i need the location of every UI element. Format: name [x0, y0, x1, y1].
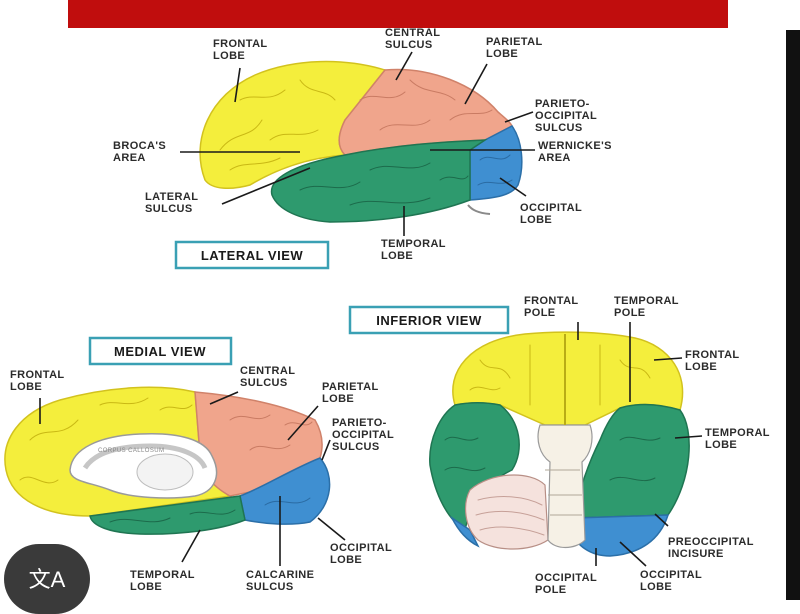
medial-frontal-lobe-label-line: LOBE [10, 381, 42, 393]
medial-calcarine-sulcus-label-line: CALCARINE [246, 569, 314, 581]
inferior-occipital-pole-label-line: OCCIPITAL [535, 572, 597, 584]
lateral-central-sulcus-label-line: CENTRAL [385, 27, 440, 39]
inferior-frontal-lobe-region [452, 331, 684, 426]
inferior-occipital-lobe-region [571, 514, 670, 557]
lateral-view-title: LATERAL VIEW [201, 248, 304, 263]
lateral-lateral-sulcus-label-line: SULCUS [145, 203, 193, 215]
top-banner [68, 0, 728, 28]
medial-occipital-lobe-region [239, 457, 331, 525]
inferior-frontal-lobe-label-line: FRONTAL [685, 349, 740, 361]
lateral-parieto-occipital-sulcus-label-line: SULCUS [535, 122, 583, 134]
inferior-view-title: INFERIOR VIEW [376, 313, 482, 328]
inferior-frontal-pole-label-line: FRONTAL [524, 295, 579, 307]
inferior-temporal-pole-label-line: POLE [614, 307, 646, 319]
medial-parieto-occipital-sulcus-label-line: SULCUS [332, 441, 380, 453]
lateral-central-sulcus-label-line: SULCUS [385, 39, 433, 51]
lateral-occipital-lobe-label-line: OCCIPITAL [520, 202, 582, 214]
medial-view-title-box [88, 336, 233, 366]
medial-parieto-occipital-sulcus-label-line: OCCIPITAL [332, 429, 394, 441]
lateral-occipital-lobe-label-line: LOBE [520, 214, 552, 226]
medial-temporal-lobe-region [89, 495, 246, 535]
inferior-temporal-lobe-label-line: LOBE [705, 439, 737, 451]
lateral-temporal-lobe-label-line: TEMPORAL [381, 238, 446, 250]
medial-central-sulcus-label-line: SULCUS [240, 377, 288, 389]
inferior-frontal-lobe-label-line: LOBE [685, 361, 717, 373]
medial-parietal-lobe-label-line: PARIETAL [322, 381, 379, 393]
inferior-frontal-pole-label-line: POLE [524, 307, 556, 319]
inferior-occipital-lobe-label-line: LOBE [640, 581, 672, 593]
lateral-parietal-lobe-label-line: PARIETAL [486, 36, 543, 48]
lateral-wernickes-area-label-line: AREA [538, 152, 571, 164]
lateral-frontal-lobe-label-line: FRONTAL [213, 38, 268, 50]
lateral-view-title-box [174, 240, 330, 270]
translate-icon[interactable]: 文A [4, 544, 90, 614]
lateral-wernickes-area-label-line: WERNICKE'S [538, 140, 612, 152]
medial-parieto-occipital-sulcus-label-line: PARIETO- [332, 417, 387, 429]
inferior-temporal-lobe-label-line: TEMPORAL [705, 427, 770, 439]
inferior-brainstem-region [537, 424, 593, 549]
medial-frontal-lobe-label-line: FRONTAL [10, 369, 65, 381]
medial-view-title: MEDIAL VIEW [114, 344, 206, 359]
lateral-frontal-lobe-label-line: LOBE [213, 50, 245, 62]
medial-calcarine-sulcus-label-line: SULCUS [246, 581, 294, 593]
medial-occipital-lobe-label-line: LOBE [330, 554, 362, 566]
medial-corpus-callosum-label: CORPUS CALLOSUM [98, 448, 164, 454]
inferior-temporal-pole-label-line: TEMPORAL [614, 295, 679, 307]
lateral-temporal-lobe-region [270, 139, 488, 223]
medial-temporal-lobe-label-line: LOBE [130, 581, 162, 593]
inferior-occipital-lobe-left-region [450, 515, 480, 548]
inferior-preoccipital-incisure-label-line: INCISURE [668, 548, 724, 560]
medial-parietal-lobe-label-line: LOBE [322, 393, 354, 405]
lateral-lateral-sulcus-label-line: LATERAL [145, 191, 198, 203]
lateral-parieto-occipital-sulcus-label-line: PARIETO- [535, 98, 590, 110]
medial-central-sulcus-label-line: CENTRAL [240, 365, 295, 377]
medial-occipital-lobe-label-line: OCCIPITAL [330, 542, 392, 554]
lateral-parietal-lobe-label-line: LOBE [486, 48, 518, 60]
lateral-parieto-occipital-sulcus-label-line: OCCIPITAL [535, 110, 597, 122]
lateral-temporal-lobe-label-line: LOBE [381, 250, 413, 262]
inferior-occipital-lobe-label-line: OCCIPITAL [640, 569, 702, 581]
right-edge-bar [786, 30, 800, 600]
lateral-brocas-area-label-line: BROCA'S [113, 140, 166, 152]
inferior-occipital-pole-label-line: POLE [535, 584, 567, 596]
medial-temporal-lobe-label-line: TEMPORAL [130, 569, 195, 581]
lateral-brocas-area-label-line: AREA [113, 152, 146, 164]
translate-glyph: 文A [28, 567, 66, 592]
inferior-view-title-box [348, 305, 510, 335]
inferior-preoccipital-incisure-label-line: PREOCCIPITAL [668, 536, 754, 548]
